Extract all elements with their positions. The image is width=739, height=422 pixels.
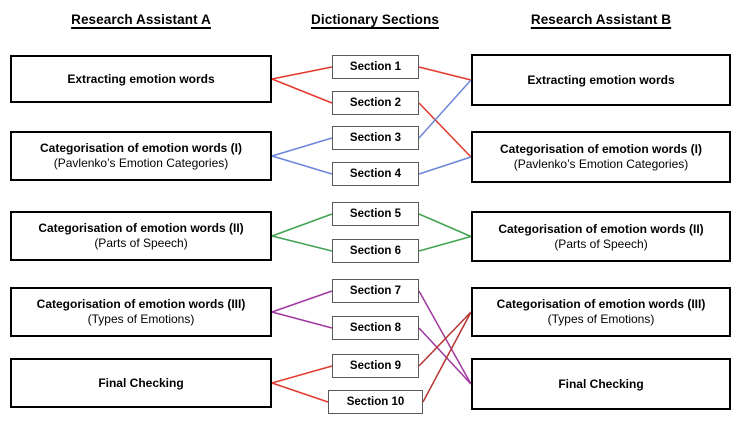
section-label: Section 5 xyxy=(349,208,402,220)
ra-b-categorisation-3-box: Categorisation of emotion words (III) (T… xyxy=(471,287,731,337)
connection-line-a3-s5 xyxy=(271,213,333,237)
connection-line-s10-b4 xyxy=(422,311,472,403)
connection-line-a2-s4 xyxy=(271,155,333,175)
section-label: Section 4 xyxy=(349,168,402,180)
section-8-box: Section 8 xyxy=(332,316,419,340)
section-9-box: Section 9 xyxy=(332,354,419,378)
ra-b-categorisation-2-box: Categorisation of emotion words (II) (Pa… xyxy=(471,211,731,262)
ra-b-extracting-box: Extracting emotion words xyxy=(471,54,731,106)
box-title: Categorisation of emotion words (I) xyxy=(39,141,242,155)
box-title: Categorisation of emotion words (III) xyxy=(496,297,706,311)
section-label: Section 8 xyxy=(349,322,402,334)
section-label: Section 2 xyxy=(349,97,402,109)
box-title: Categorisation of emotion words (II) xyxy=(38,221,244,235)
box-title: Extracting emotion words xyxy=(527,72,675,87)
heading-research-assistant-a: Research Assistant A xyxy=(71,12,211,27)
connection-line-a5-s10 xyxy=(271,382,329,403)
connection-line-s2-b2 xyxy=(418,102,472,158)
heading-dictionary-sections: Dictionary Sections xyxy=(311,12,439,27)
connection-line-a4-s7 xyxy=(271,290,333,313)
box-title: Extracting emotion words xyxy=(67,71,215,86)
section-label: Section 3 xyxy=(349,132,402,144)
connection-line-s1-b1 xyxy=(418,66,472,81)
box-subtitle: (Parts of Speech) xyxy=(554,236,648,251)
ra-a-categorisation-2-box: Categorisation of emotion words (II) (Pa… xyxy=(10,211,272,261)
connection-line-a4-s8 xyxy=(271,311,333,329)
box-title: Final Checking xyxy=(558,376,644,391)
connection-line-s5-b3 xyxy=(418,213,472,238)
section-10-box: Section 10 xyxy=(328,390,423,414)
section-label: Section 1 xyxy=(349,61,402,73)
section-2-box: Section 2 xyxy=(332,91,419,115)
section-label: Section 10 xyxy=(346,396,405,408)
box-title: Categorisation of emotion words (I) xyxy=(499,142,702,156)
box-title: Categorisation of emotion words (II) xyxy=(498,221,704,236)
connection-line-a1-s2 xyxy=(271,78,333,104)
connection-line-s8-b5 xyxy=(418,327,472,385)
connection-line-s4-b2 xyxy=(418,156,472,175)
ra-b-categorisation-1-box: Categorisation of emotion words (I) (Pav… xyxy=(471,131,731,183)
box-subtitle: (Pavlenko’s Emotion Categories) xyxy=(53,156,229,170)
section-6-box: Section 6 xyxy=(332,239,419,263)
connection-line-s7-b5 xyxy=(418,290,472,385)
section-4-box: Section 4 xyxy=(332,162,419,186)
ra-a-categorisation-3-box: Categorisation of emotion words (III) (T… xyxy=(10,287,272,337)
box-subtitle: (Types of Emotions) xyxy=(547,312,655,326)
connection-line-s9-b4 xyxy=(418,311,472,367)
ra-a-final-checking-box: Final Checking xyxy=(10,358,272,408)
connection-line-s6-b3 xyxy=(418,235,472,252)
section-7-box: Section 7 xyxy=(332,279,419,303)
section-1-box: Section 1 xyxy=(332,55,419,79)
connection-line-a1-s1 xyxy=(271,66,333,80)
box-subtitle: (Parts of Speech) xyxy=(94,236,188,250)
box-title: Categorisation of emotion words (III) xyxy=(36,297,246,311)
box-subtitle: (Pavlenko’s Emotion Categories) xyxy=(513,157,689,171)
connection-line-a3-s6 xyxy=(271,235,333,252)
section-label: Section 7 xyxy=(349,285,402,297)
box-subtitle: (Types of Emotions) xyxy=(87,312,195,326)
heading-research-assistant-b: Research Assistant B xyxy=(530,12,672,27)
section-label: Section 9 xyxy=(349,360,402,372)
connection-line-a2-s3 xyxy=(271,137,333,157)
ra-a-categorisation-1-box: Categorisation of emotion words (I) (Pav… xyxy=(10,131,272,181)
box-title: Final Checking xyxy=(98,375,184,390)
connection-line-s3-b1 xyxy=(418,79,472,139)
section-3-box: Section 3 xyxy=(332,126,419,150)
ra-a-extracting-box: Extracting emotion words xyxy=(10,55,272,103)
section-label: Section 6 xyxy=(349,245,402,257)
connection-line-a5-s9 xyxy=(271,365,333,384)
ra-b-final-checking-box: Final Checking xyxy=(471,358,731,410)
section-5-box: Section 5 xyxy=(332,202,419,226)
